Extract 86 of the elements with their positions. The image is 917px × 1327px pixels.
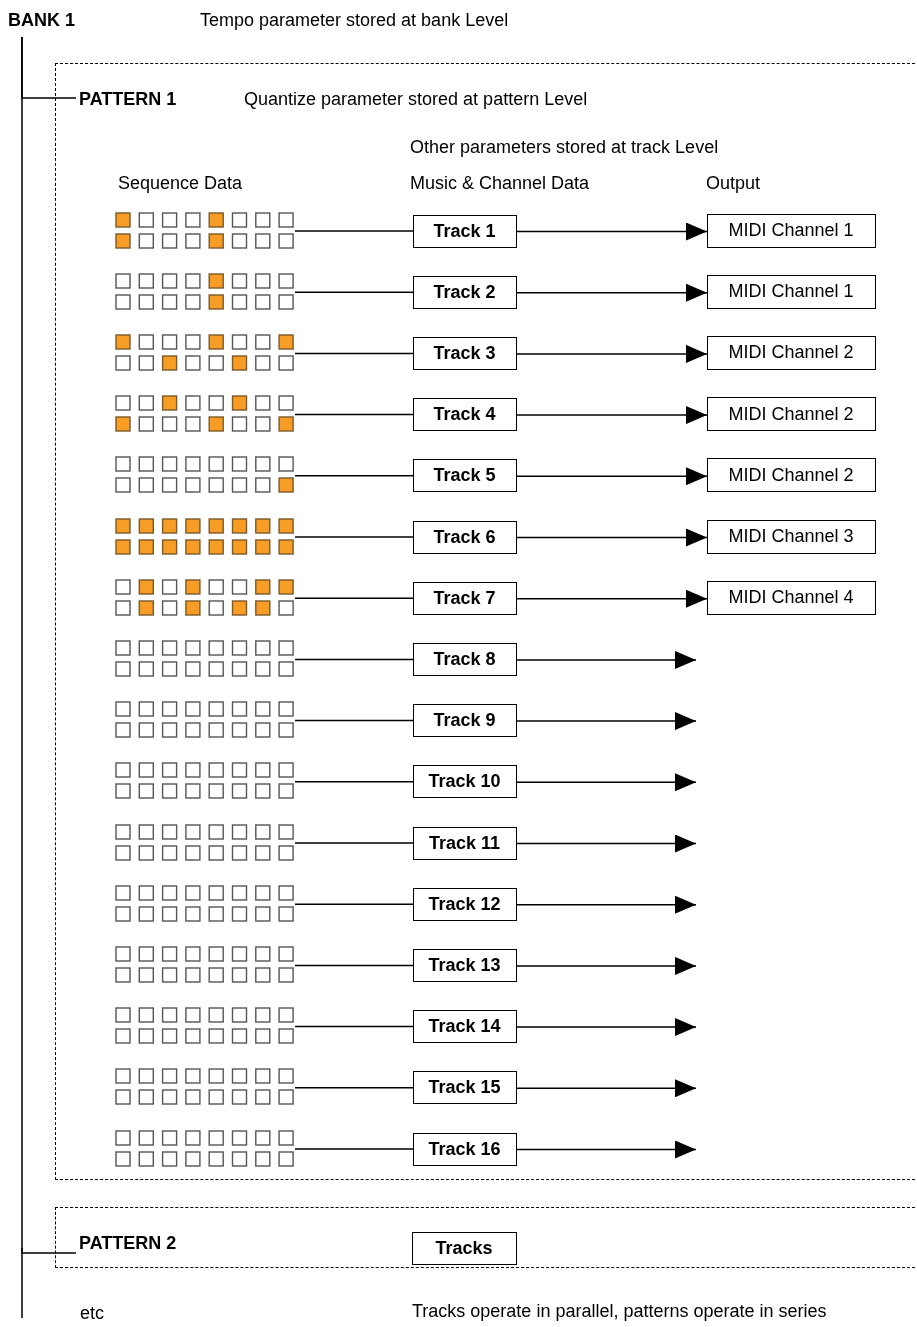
pattern-heading: PATTERN 1 [79, 88, 177, 110]
step-grid-drawing [114, 1129, 295, 1168]
step-grid-drawing [114, 578, 295, 617]
caption-text: Tempo parameter stored at bank Level [200, 9, 509, 31]
caption-text: Music & Channel Data [410, 172, 590, 194]
track-box: Track 4 [412, 398, 517, 432]
dashed-group-frame [55, 63, 917, 1180]
connector-line [294, 903, 414, 905]
track-box: Track 13 [412, 948, 517, 982]
step-grid-drawing [114, 272, 295, 311]
track-box: Track 16 [412, 1132, 517, 1166]
step-grid-drawing [114, 762, 295, 801]
caption-text: Sequence Data [118, 172, 243, 194]
connector-line [294, 475, 414, 477]
output-box: MIDI Channel 1 [706, 213, 876, 248]
caption-text: Other parameters stored at track Level [410, 136, 719, 158]
track-box: Track 12 [412, 887, 517, 921]
step-grid-drawing [114, 456, 295, 495]
arrow [516, 773, 697, 792]
arrow [516, 467, 708, 486]
connector-line [294, 1025, 414, 1028]
arrow [516, 222, 708, 241]
track-box: Track 3 [412, 336, 517, 370]
connector-line [294, 719, 414, 722]
step-grid-drawing [114, 639, 295, 678]
pattern-heading: PATTERN 2 [79, 1232, 177, 1254]
output-box: MIDI Channel 4 [706, 580, 876, 615]
connector-line [294, 413, 414, 416]
output-box: MIDI Channel 1 [706, 274, 876, 309]
connector-line [294, 781, 414, 783]
arrow [516, 406, 708, 425]
arrow [516, 1079, 697, 1098]
step-grid-drawing [114, 333, 295, 372]
track-box: Tracks [411, 1231, 517, 1265]
arrow [516, 589, 708, 608]
output-box: MIDI Channel 2 [706, 335, 876, 370]
connector-line [294, 536, 414, 538]
caption-text: Output [706, 172, 761, 194]
arrow [516, 956, 697, 975]
dashed-group-frame [55, 1207, 917, 1268]
track-box: Track 14 [412, 1010, 517, 1044]
output-box: MIDI Channel 3 [706, 519, 876, 554]
step-grid-drawing [114, 517, 295, 556]
step-grid-drawing [114, 945, 295, 984]
connector-line [294, 964, 414, 967]
track-box: Track 8 [412, 642, 517, 676]
arrow [516, 344, 708, 363]
track-box: Track 15 [412, 1071, 517, 1105]
arrow [516, 712, 697, 731]
arrow [516, 834, 697, 853]
connector-line [294, 1148, 414, 1150]
arrow [516, 283, 708, 302]
step-grid-drawing [114, 884, 295, 923]
track-box: Track 2 [412, 275, 517, 309]
bank-heading: BANK 1 [8, 9, 75, 31]
caption-text: etc [80, 1302, 104, 1324]
track-box: Track 6 [412, 520, 517, 554]
track-box: Track 7 [412, 581, 517, 615]
arrow [516, 528, 708, 547]
connector-line [294, 658, 414, 661]
track-box: Track 10 [412, 765, 517, 799]
output-box: MIDI Channel 2 [706, 458, 876, 493]
connector-line [294, 597, 414, 599]
track-box: Track 1 [412, 214, 517, 248]
connector-line [294, 1087, 414, 1089]
step-grid-drawing [114, 211, 295, 250]
track-box: Track 9 [412, 704, 517, 738]
connector-line [294, 842, 414, 844]
connector-line [294, 352, 414, 355]
arrow [516, 895, 697, 914]
track-box: Track 11 [412, 826, 517, 860]
output-box: MIDI Channel 2 [706, 397, 876, 432]
step-grid-drawing [114, 1007, 295, 1046]
connector-line [294, 291, 414, 293]
step-grid-drawing [114, 701, 295, 740]
track-box: Track 5 [412, 459, 517, 493]
arrow [516, 650, 697, 669]
step-grid-drawing [114, 823, 295, 862]
connector-line [21, 36, 77, 1254]
arrow [516, 1140, 697, 1159]
step-grid-drawing [114, 395, 295, 434]
connector-line [294, 230, 414, 232]
caption-text: Tracks operate in parallel, patterns operate in series [412, 1300, 827, 1322]
arrow [516, 1018, 697, 1037]
parameter-note: Quantize parameter stored at pattern Level [244, 88, 588, 110]
step-grid-drawing [114, 1068, 295, 1107]
